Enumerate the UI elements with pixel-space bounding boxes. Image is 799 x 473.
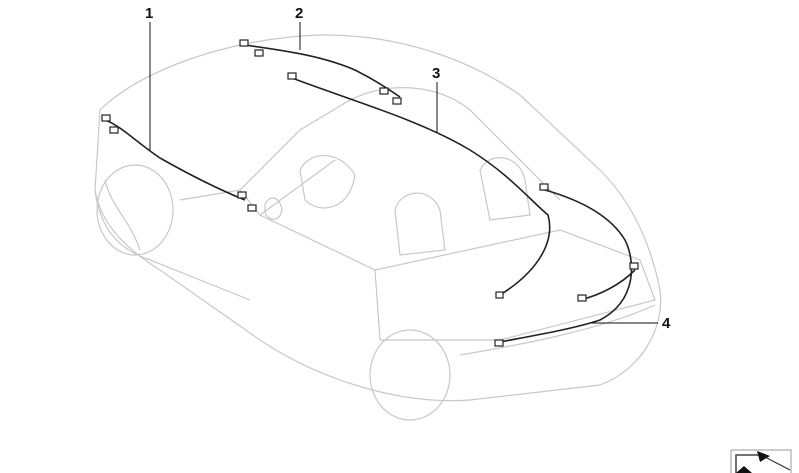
wire-harness-4: [494, 183, 639, 347]
callout-2: 2: [295, 5, 303, 50]
callout-1: 1: [145, 5, 153, 150]
car-outline: [94, 34, 662, 421]
arrow-diagonal-icon[interactable]: [730, 449, 792, 473]
callout-3: 3: [432, 65, 440, 132]
wire-harness-3: [287, 72, 551, 299]
callout-label: 2: [295, 5, 303, 22]
callout-label: 1: [145, 5, 153, 22]
callout-label: 4: [662, 315, 671, 332]
callout-label: 3: [432, 65, 440, 82]
wire-harness-1: [101, 114, 257, 212]
callout-4: 4: [592, 315, 671, 332]
wire-harness-2: [239, 39, 402, 105]
